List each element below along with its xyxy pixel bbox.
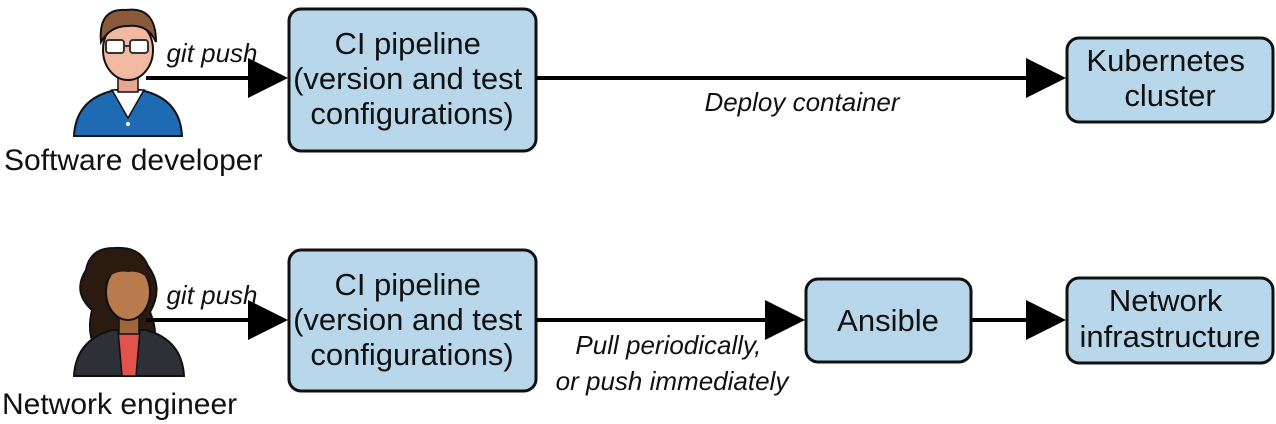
dev-deploy-label: Deploy container [704, 87, 900, 117]
kubernetes-line: cluster [1124, 78, 1215, 113]
dev-ci-box: CI pipeline (version and test configurat… [287, 7, 538, 153]
net-push-label: git push [166, 280, 257, 310]
net-ci-line: (version and test [293, 302, 523, 337]
net-pull-label-line: or push immediately [556, 366, 791, 396]
svg-text:Ansible: Ansible [837, 303, 939, 338]
ansible-box: Ansible [804, 277, 973, 364]
svg-text:CI pipeline (version and: CI pipeline (version and test configurat… [293, 267, 531, 372]
net-pull-label-line: Pull periodically, [575, 330, 761, 360]
infrastructure-line: infrastructure [1080, 319, 1261, 354]
dev-ci-line: configurations) [310, 96, 513, 131]
net-ci-box: CI pipeline (version and test configurat… [287, 248, 538, 393]
ansible-line: Ansible [837, 303, 939, 338]
engineer-label: Network engineer [2, 388, 237, 421]
dev-push-label: git push [166, 38, 257, 68]
svg-text:Network infrastructure: Network infrastructure [1080, 283, 1261, 354]
svg-text:Pull periodically, or push: Pull periodically, or push immediately [556, 330, 791, 396]
svg-text:CI pipeline (version and: CI pipeline (version and test configurat… [293, 26, 531, 131]
svg-text:Kubernetes cluster: Kubernetes cluster [1086, 43, 1253, 113]
net-ci-line: CI pipeline [334, 267, 480, 302]
kubernetes-line: Kubernetes [1086, 43, 1245, 78]
infrastructure-line: Network [1109, 283, 1223, 318]
dev-ci-line: CI pipeline [334, 26, 480, 61]
developer-icon [72, 8, 184, 137]
net-ci-line: configurations) [310, 337, 513, 372]
dev-ci-line: (version and test [293, 61, 523, 96]
engineer-icon [72, 246, 186, 377]
infrastructure-box: Network infrastructure [1065, 276, 1275, 365]
kubernetes-box: Kubernetes cluster [1065, 36, 1275, 124]
developer-label: Software developer [4, 144, 263, 177]
